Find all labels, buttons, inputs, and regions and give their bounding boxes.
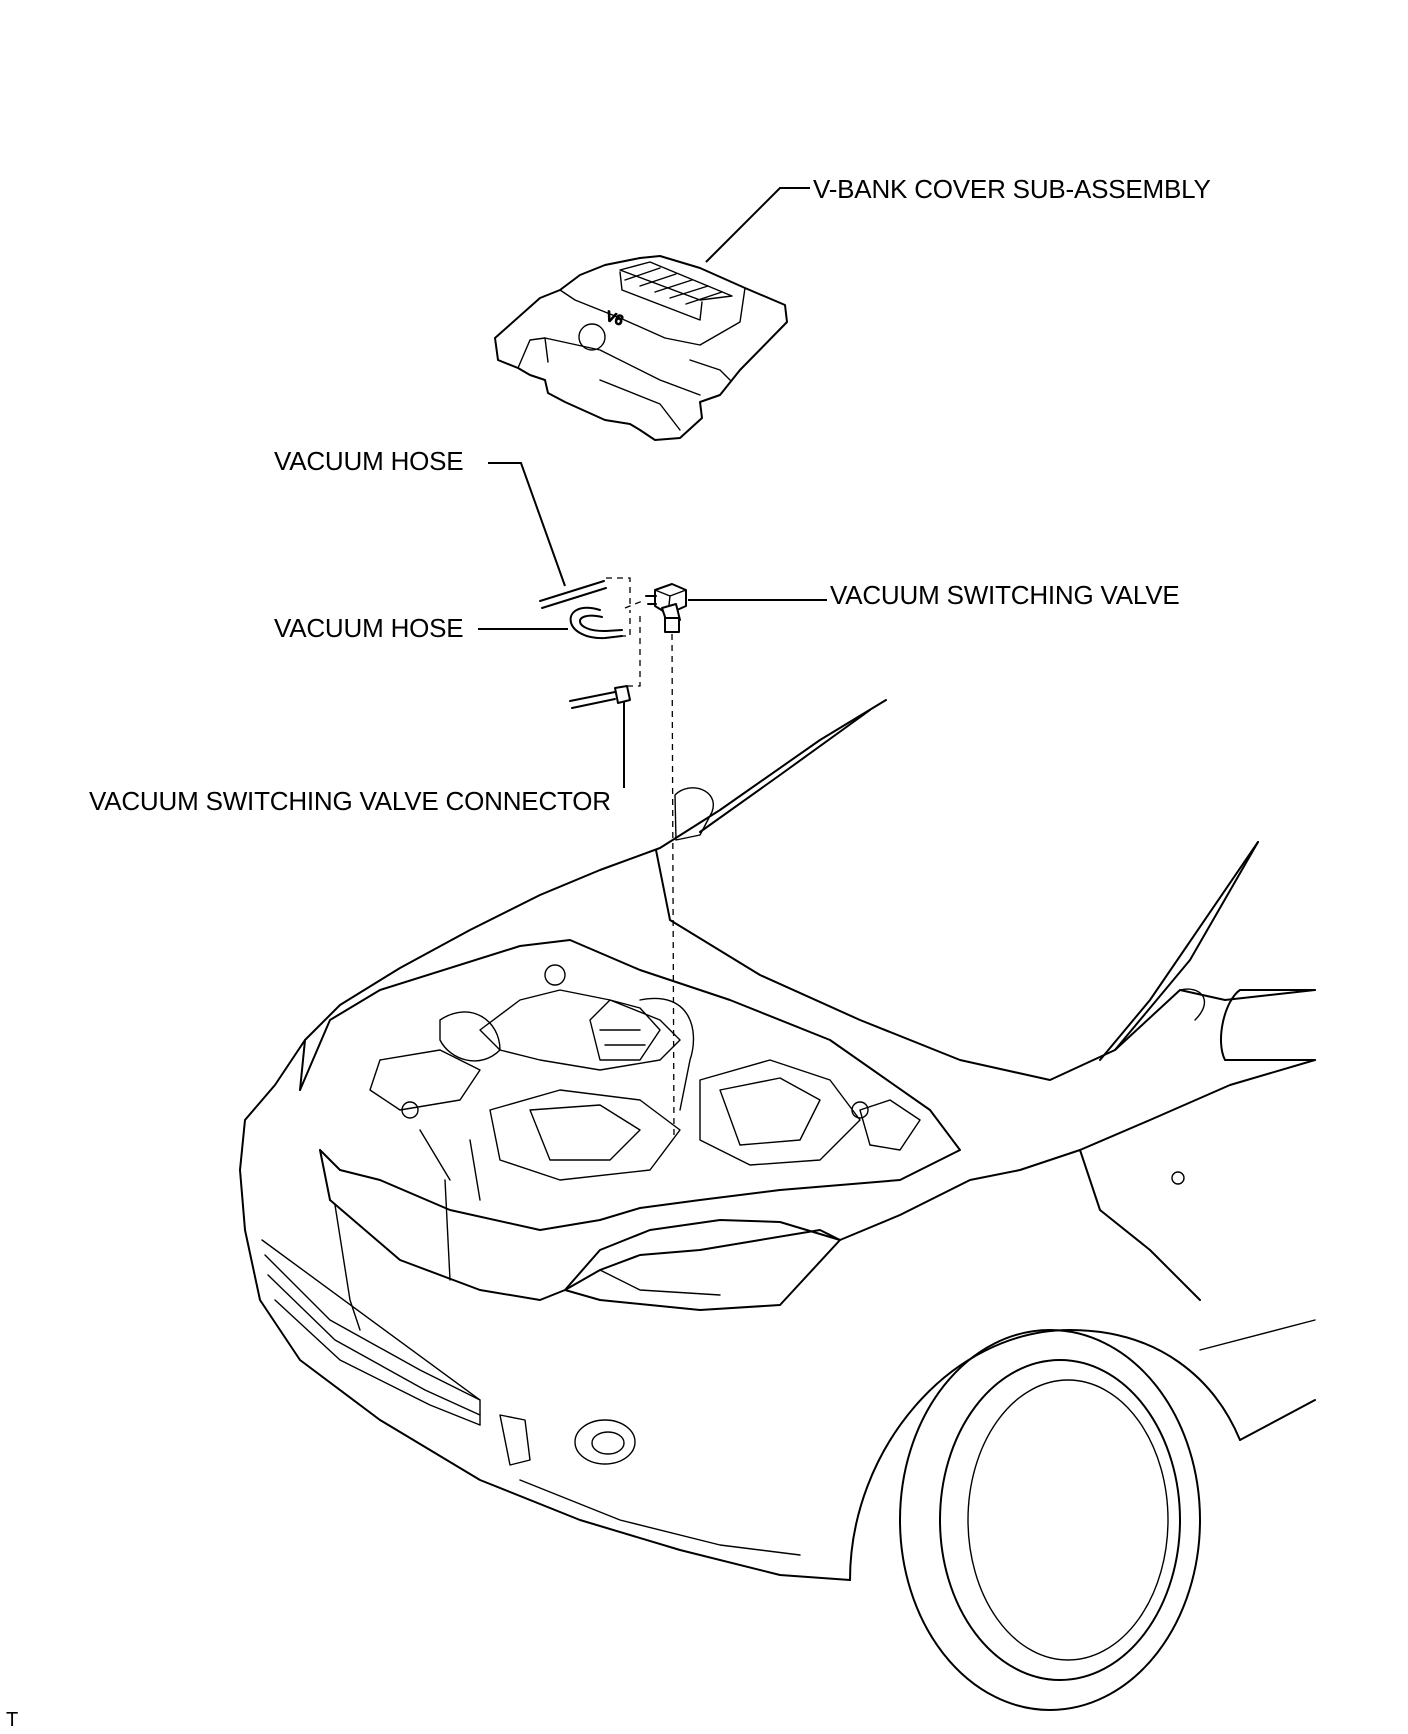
v-bank-cover-illustration: V6 [494,255,788,441]
v-bank-cover-leader-line [705,187,810,263]
v-bank-cover-label: V-BANK COVER SUB-ASSEMBLY [813,174,1211,204]
vacuum-hose-lower-illustration [569,607,623,640]
vacuum-hose-upper-leader-line [488,462,566,587]
cover-badge: V6 [604,307,626,328]
vacuum-switching-valve-connector-illustration [569,685,631,709]
vacuum-switching-valve-illustration [645,583,687,633]
vacuum-hose-upper-label: VACUUM HOSE [274,446,463,476]
vacuum-switching-valve-connector-label: VACUUM SWITCHING VALVE CONNECTOR [89,786,611,816]
vacuum-hose-lower-label: VACUUM HOSE [274,613,463,643]
corner-mark: T [6,1709,18,1731]
vehicle-front-illustration [239,699,1316,1711]
vacuum-switching-valve-label: VACUUM SWITCHING VALVE [830,580,1180,610]
vacuum-hose-upper-illustration [539,580,607,609]
assembly-dashed-lines [606,577,675,1141]
